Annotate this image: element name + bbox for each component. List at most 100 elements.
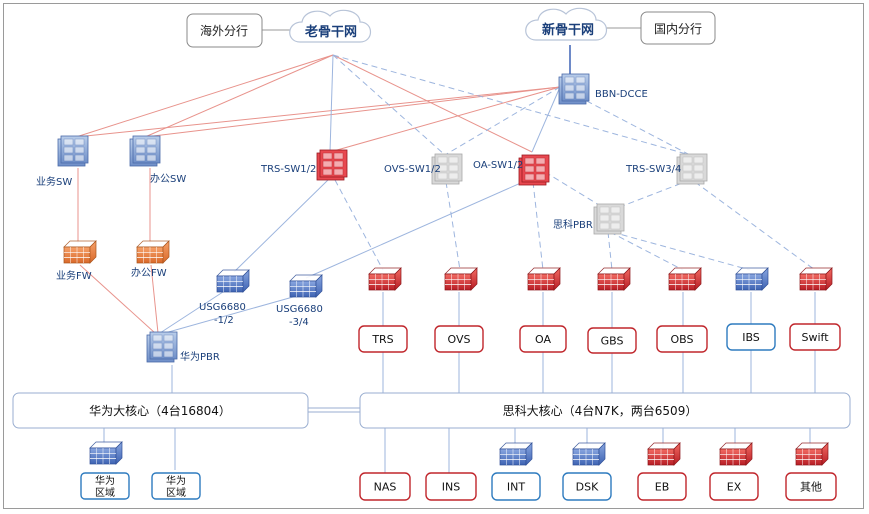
zone-pill-trs-label: TRS <box>371 333 393 346</box>
usg-12-label-a: USG6680 <box>199 302 246 313</box>
pill-core-links <box>382 350 816 393</box>
cisco-core-label: 思科大核心（4台N7K，两台6509） <box>503 403 698 418</box>
zone-pill-oa: OA <box>519 325 567 353</box>
link-ofw-hpbr <box>150 264 159 334</box>
trs-sw34-icon <box>676 153 708 185</box>
link-cpbr-ibsfw <box>611 231 751 271</box>
huawei-zone-2: 华为 区域 <box>151 472 201 500</box>
huawei-zone-1-fw-icon <box>89 441 123 465</box>
huawei-zone-1-line1: 华为 <box>95 474 115 487</box>
zone-ibs-fw-icon <box>735 267 769 291</box>
usg-34-label-b: -3/4 <box>289 317 309 328</box>
oa-sw-label: OA-SW1/2 <box>473 160 523 171</box>
link-trs34-swiftfw <box>694 181 816 271</box>
zone-pill-swift-label: Swift <box>801 331 829 344</box>
zone-pill-ovs: OVS <box>434 325 484 353</box>
link-oa-cpbr <box>544 171 605 209</box>
zone-pill-bottom-3-label: INT <box>507 481 525 494</box>
zone-pill-obs-label: OBS <box>671 333 694 346</box>
business-fw-label: 业务FW <box>56 269 92 282</box>
link-oa-usg34 <box>305 177 533 279</box>
business-sw-icon <box>57 135 89 167</box>
link-bbn-oa <box>531 86 561 153</box>
cisco-pbr-icon <box>593 203 625 235</box>
link-ovs-ovsfw <box>445 181 461 271</box>
link-old-trs34 <box>332 54 691 156</box>
zone-pill-bottom-7-label: 其他 <box>800 481 822 494</box>
trs-sw-icon <box>316 149 348 181</box>
trs-sw34-label: TRS-SW3/4 <box>625 164 681 175</box>
link-bbn-office-sw <box>144 86 561 138</box>
zone-pill-bottom-4-label: DSK <box>576 481 599 494</box>
office-fw-icon <box>136 240 170 264</box>
domestic-branch-label: 国内分行 <box>654 22 702 36</box>
zone-pill-bottom-1-label: NAS <box>374 481 397 494</box>
trs-sw-label: TRS-SW1/2 <box>260 164 316 175</box>
zone-pill-ibs-label: IBS <box>742 331 760 344</box>
top-zone-pills: TRS OVS OA GBS OBS IBS Swift <box>358 323 841 354</box>
usg-12-label-b: -1/2 <box>214 315 234 326</box>
ovs-sw-label: OVS-SW1/2 <box>384 164 441 175</box>
zone-ex-fw-icon <box>719 442 753 466</box>
fw-pill-links <box>382 292 816 328</box>
huawei-zone-2-line2: 区域 <box>166 486 186 499</box>
zone-pill-ibs: IBS <box>726 323 776 351</box>
zone-pill-bottom-3: INT <box>491 472 541 501</box>
zone-其他-fw-icon <box>795 442 829 466</box>
usg-12-icon <box>216 269 250 293</box>
link-bbn-ovs <box>444 86 561 156</box>
usg-34-icon <box>289 274 323 298</box>
device-icons <box>57 73 833 466</box>
zone-pill-gbs-label: GBS <box>601 335 624 348</box>
link-usg12-hpbr <box>159 289 227 334</box>
zone-pill-trs: TRS <box>358 325 408 353</box>
zone-trs-fw-icon <box>368 267 402 291</box>
new-backbone-cloud: 新骨干网 <box>525 7 608 41</box>
overseas-branch-label: 海外分行 <box>200 23 248 38</box>
zone-pill-obs: OBS <box>656 325 708 353</box>
bbn-dcce-icon <box>558 73 590 105</box>
business-fw-icon <box>63 240 97 264</box>
business-sw-label: 业务SW <box>36 175 72 188</box>
zone-int-fw-icon <box>499 442 533 466</box>
overseas-branch-box: 海外分行 <box>186 13 263 48</box>
huawei-pbr-label: 华为PBR <box>180 350 220 363</box>
link-old-oa-red <box>332 54 533 153</box>
link-trs-usg12 <box>233 177 331 273</box>
cisco-pbr-label: 思科PBR <box>553 218 593 231</box>
link-trs-trsfw <box>334 179 384 271</box>
zone-pill-bottom-4: DSK <box>562 472 612 501</box>
bbn-dcce-label: BBN-DCCE <box>595 89 648 100</box>
zone-pill-bottom-7: 其他 <box>785 472 837 501</box>
huawei-core-label: 华为大核心（4台16804） <box>89 403 231 418</box>
zone-pill-oa-label: OA <box>535 333 551 346</box>
zone-dsk-fw-icon <box>572 442 606 466</box>
zone-pill-bottom-2: INS <box>425 472 477 501</box>
link-oa-oafw <box>532 181 544 271</box>
zone-gbs-fw-icon <box>597 267 631 291</box>
link-usg34-hpbr <box>164 294 301 334</box>
link-old-office-sw <box>144 54 334 138</box>
link-old-trs-red <box>329 54 334 153</box>
device-labels: BBN-DCCE 业务SW 办公SW TRS-SW1/2 OVS-SW1/2 O… <box>36 89 681 363</box>
office-fw-label: 办公FW <box>131 266 167 279</box>
zone-obs-fw-icon <box>668 267 702 291</box>
zone-pill-bottom-5-label: EB <box>655 481 670 494</box>
link-bbn-trs-red <box>329 86 561 153</box>
zone-oa-fw-icon <box>527 267 561 291</box>
link-cpbr-obsfw <box>609 231 684 271</box>
links <box>75 27 816 473</box>
ovs-sw-icon <box>431 153 463 185</box>
huawei-core: 华为大核心（4台16804） <box>12 392 309 429</box>
link-trs34-cpbr <box>611 179 691 211</box>
link-cpbr-gbsfw <box>607 231 613 271</box>
zone-swift-fw-icon <box>799 267 833 291</box>
zone-eb-fw-icon <box>647 442 681 466</box>
zone-pill-bottom-1: NAS <box>359 472 411 501</box>
zone-pill-ovs-label: OVS <box>448 333 471 346</box>
huawei-zone-1: 华为 区域 <box>80 472 130 500</box>
zone-pill-gbs: GBS <box>587 327 637 354</box>
old-backbone-cloud: 老骨干网 <box>289 9 372 43</box>
